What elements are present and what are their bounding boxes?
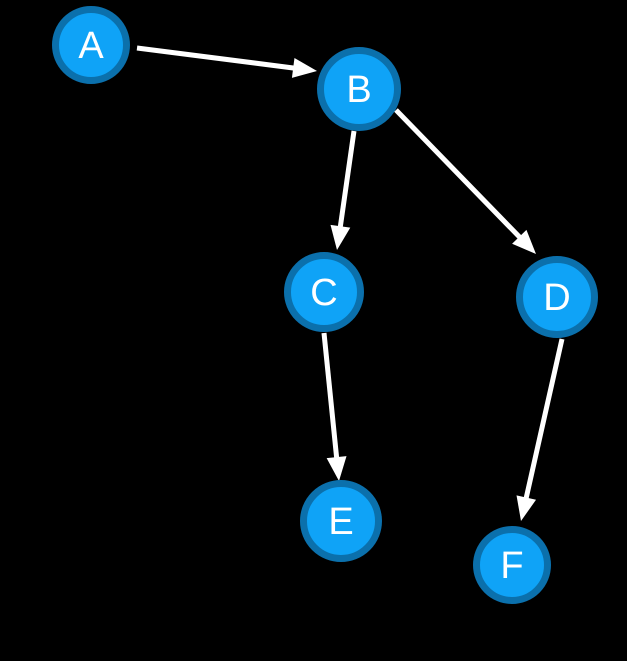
- graph-node-e[interactable]: E: [300, 480, 382, 562]
- edge-c-e[interactable]: [321, 332, 347, 481]
- graph-node-b[interactable]: B: [317, 47, 401, 131]
- edge-b-d[interactable]: [394, 108, 536, 254]
- edge-a-b[interactable]: [136, 45, 317, 78]
- node-circle: [473, 526, 551, 604]
- node-circle: [300, 480, 382, 562]
- graph-node-f[interactable]: F: [473, 526, 551, 604]
- node-circle: [52, 6, 130, 84]
- node-label: F: [500, 545, 523, 587]
- arrowhead-icon: [330, 224, 351, 250]
- arrowhead-icon: [326, 456, 347, 481]
- nodes-layer: A B C D E F: [52, 6, 598, 604]
- node-label: C: [310, 272, 337, 314]
- edges-layer: [136, 45, 565, 521]
- arrowhead-icon: [291, 58, 317, 78]
- graph-node-c[interactable]: C: [284, 252, 364, 332]
- node-label: D: [543, 277, 570, 319]
- edge-line: [136, 45, 298, 71]
- edge-line: [522, 338, 565, 503]
- node-circle: [516, 256, 598, 338]
- edge-line: [337, 130, 357, 231]
- arrowhead-icon: [516, 495, 537, 521]
- graph-node-a[interactable]: A: [52, 6, 130, 84]
- arrowhead-icon: [512, 229, 536, 254]
- node-circle: [284, 252, 364, 332]
- edge-line: [321, 332, 340, 462]
- node-circle: [317, 47, 401, 131]
- graph-node-d[interactable]: D: [516, 256, 598, 338]
- node-label: A: [78, 25, 104, 67]
- node-label: E: [328, 501, 353, 543]
- edge-d-f[interactable]: [516, 338, 565, 521]
- node-label: B: [346, 69, 371, 111]
- edge-line: [394, 108, 524, 242]
- edge-b-c[interactable]: [330, 130, 357, 250]
